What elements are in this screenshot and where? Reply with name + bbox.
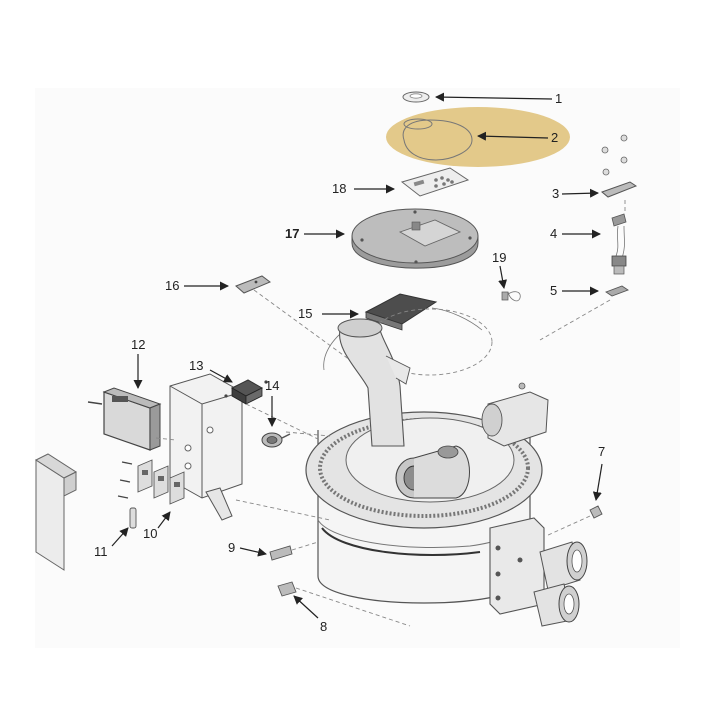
arrow-19: [498, 265, 507, 289]
callout-12: 12: [131, 337, 145, 352]
arrow-9: [239, 547, 267, 557]
part-16-bracket[interactable]: [235, 275, 271, 294]
callout-19: 19: [492, 250, 506, 265]
flue-pipe: [337, 318, 411, 447]
callout-14: 14: [265, 378, 279, 393]
callout-8: 8: [320, 619, 327, 634]
callout-18: 18: [332, 181, 346, 196]
callout-7: 7: [598, 444, 605, 459]
part-12-display-module[interactable]: [87, 387, 162, 451]
callout-4: 4: [550, 226, 557, 241]
part-17-top-lid[interactable]: [351, 208, 479, 269]
callout-5: 5: [550, 283, 557, 298]
junction-box: [169, 373, 243, 521]
part-1-cap[interactable]: [402, 91, 430, 103]
callout-10: 10: [143, 526, 157, 541]
arrow-3: [561, 188, 599, 198]
part-2-highlight: [386, 107, 570, 167]
part-5-gasket[interactable]: [605, 285, 629, 297]
part-3-bracket[interactable]: [601, 134, 638, 198]
part-2-cover[interactable]: [402, 118, 473, 161]
callout-labels: 1 2 3 4 5 7 8 9 10 11 12 13 14 15 16 17 …: [94, 91, 605, 634]
arrow-10: [157, 511, 171, 529]
part-9-sensor[interactable]: [269, 545, 293, 561]
callout-15: 15: [298, 306, 312, 321]
callout-16: 16: [165, 278, 179, 293]
part-15-circuit-board[interactable]: [364, 293, 438, 331]
mount-outline: [367, 308, 493, 376]
part-11-fuse[interactable]: [129, 507, 137, 529]
side-panel: [34, 453, 78, 571]
pipe-fitting-upper: [539, 541, 588, 591]
part-8-fitting[interactable]: [277, 581, 297, 597]
blower-motor: [395, 445, 470, 499]
arrow-2: [477, 131, 549, 141]
callout-13: 13: [189, 358, 203, 373]
arrow-11: [111, 527, 129, 547]
arrow-13: [209, 369, 233, 383]
part-4-igniter[interactable]: [611, 213, 627, 275]
callout-17: 17: [285, 226, 299, 241]
arrow-1: [435, 92, 553, 102]
part-18-control-panel[interactable]: [400, 167, 470, 197]
blower-housing: [481, 382, 549, 447]
callout-arrows: [111, 92, 603, 619]
part-19-sensor-wire[interactable]: [501, 291, 521, 302]
callout-1: 1: [555, 91, 562, 106]
callout-3: 3: [552, 186, 559, 201]
part-10-terminal-strips[interactable]: [117, 459, 185, 505]
part-7-plug[interactable]: [589, 505, 603, 519]
callout-2: 2: [551, 130, 558, 145]
callout-11: 11: [94, 544, 108, 559]
arrow-7: [592, 463, 603, 501]
arrow-8: [293, 595, 319, 619]
pipe-fitting-lower: [533, 583, 580, 627]
part-14-pressure-switch[interactable]: [261, 432, 291, 448]
callout-9: 9: [228, 540, 235, 555]
